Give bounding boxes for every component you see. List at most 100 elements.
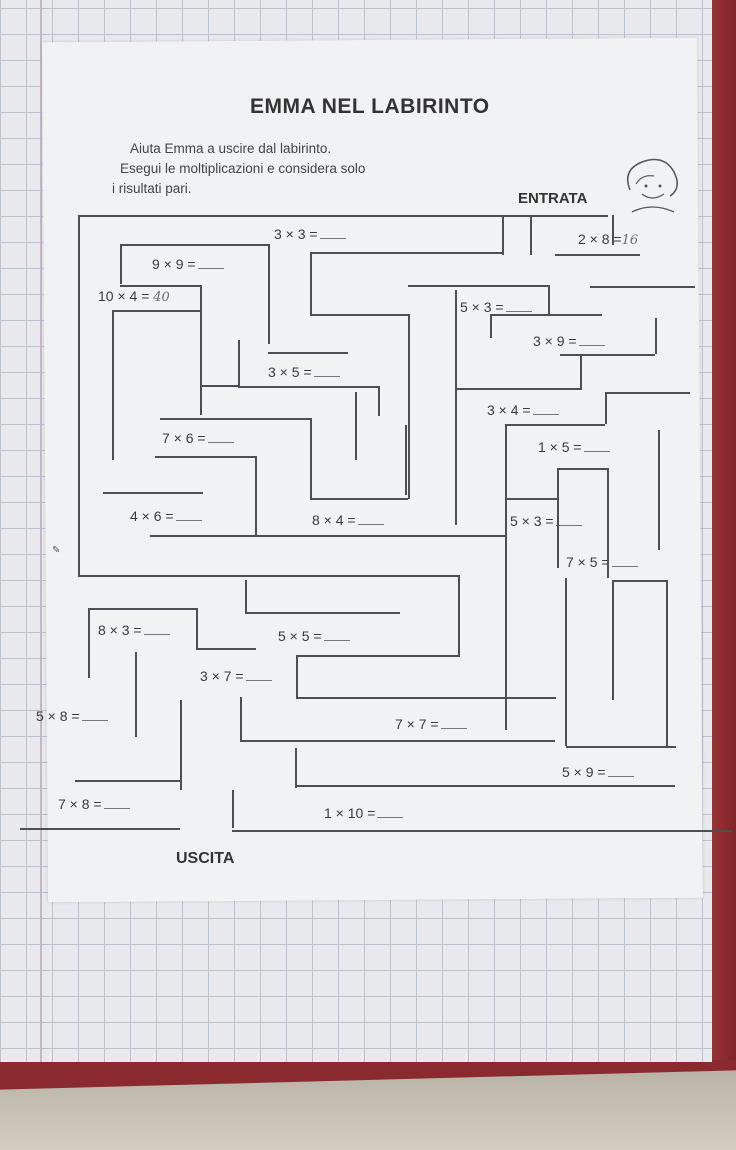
maze-wall: [268, 352, 348, 354]
maze-wall: [78, 215, 608, 217]
answer-blank[interactable]: [319, 238, 346, 239]
maze-wall: [200, 285, 202, 415]
equation-text: 1 × 10 =: [324, 805, 376, 821]
maze-wall: [200, 385, 240, 387]
maze-wall: [255, 456, 257, 536]
maze-wall: [655, 318, 657, 354]
maze-wall: [565, 578, 567, 746]
equation-8x3: 8 × 3 =: [98, 622, 170, 638]
notebook-margin-line: [40, 0, 42, 1062]
maze-wall: [605, 392, 690, 394]
equation-text: 8 × 3 =: [98, 622, 142, 638]
maze-wall: [612, 215, 614, 245]
maze-wall: [88, 608, 196, 610]
equation-5x9: 5 × 9 =: [562, 764, 634, 780]
answer-blank[interactable]: [323, 640, 350, 641]
maze-wall: [295, 748, 297, 788]
maze-wall: [612, 580, 614, 700]
answer-blank[interactable]: [583, 451, 610, 452]
answer-handwritten[interactable]: 16: [621, 233, 639, 248]
instruction-line-1: Aiuta Emma a uscire dal labirinto.: [130, 141, 332, 156]
maze-wall: [180, 700, 182, 790]
answer-blank[interactable]: [578, 345, 605, 346]
maze-wall: [196, 648, 256, 650]
answer-blank[interactable]: [81, 720, 108, 721]
answer-blank[interactable]: [555, 525, 582, 526]
equation-7x5: 7 × 5 =: [566, 554, 638, 570]
maze-wall: [490, 314, 492, 338]
maze-wall: [405, 425, 407, 495]
maze-wall: [295, 785, 675, 787]
maze-wall: [560, 354, 655, 356]
answer-blank[interactable]: [245, 680, 272, 681]
maze-wall: [310, 498, 408, 500]
answer-blank[interactable]: [175, 520, 202, 521]
equation-text: 5 × 5 =: [278, 628, 322, 644]
equation-text: 5 × 3 =: [460, 299, 504, 315]
equation-text: 4 × 6 =: [130, 508, 174, 524]
equation-1x10: 1 × 10 =: [324, 805, 404, 821]
maze-wall: [355, 392, 357, 460]
answer-blank[interactable]: [197, 268, 224, 269]
pen-mark: ✎: [52, 545, 61, 556]
answer-blank[interactable]: [377, 817, 404, 818]
maze-wall: [196, 608, 198, 648]
equation-3x5: 3 × 5 =: [268, 364, 340, 380]
maze-wall: [232, 790, 234, 828]
maze-wall: [378, 386, 380, 416]
maze-wall: [460, 535, 505, 537]
maze-wall: [310, 314, 408, 316]
answer-blank[interactable]: [611, 566, 638, 567]
equation-5x8: 5 × 8 =: [36, 708, 108, 724]
maze-wall: [160, 418, 310, 420]
answer-handwritten[interactable]: 40: [153, 290, 170, 305]
answer-blank[interactable]: [143, 634, 170, 635]
maze-wall: [112, 310, 114, 460]
equation-text: 5 × 9 =: [562, 764, 606, 780]
answer-blank[interactable]: [607, 776, 634, 777]
maze-wall: [135, 652, 137, 737]
answer-blank[interactable]: [440, 728, 467, 729]
equation-2x8: 2 × 8 =16: [578, 231, 638, 248]
maze-wall: [120, 244, 122, 284]
maze-wall: [88, 608, 90, 678]
answer-blank[interactable]: [357, 524, 384, 525]
equation-text: 3 × 9 =: [533, 333, 577, 349]
maze-wall: [557, 468, 559, 568]
exit-label: USCITA: [176, 850, 235, 867]
maze-wall: [607, 468, 609, 578]
maze-wall: [238, 386, 378, 388]
maze-wall: [120, 244, 268, 246]
equation-10x4: 10 × 4 = 40: [98, 288, 170, 305]
maze-wall: [505, 424, 605, 426]
maze-wall: [75, 780, 180, 782]
equation-1x5: 1 × 5 =: [538, 439, 610, 455]
instruction-line-3: i risultati pari.: [112, 181, 192, 196]
answer-blank[interactable]: [313, 376, 340, 377]
maze-wall: [612, 580, 666, 582]
maze-wall: [240, 697, 242, 742]
equation-3x4: 3 × 4 =: [487, 402, 559, 418]
maze-wall: [455, 290, 457, 525]
maze-wall: [566, 746, 676, 748]
answer-blank[interactable]: [505, 311, 532, 312]
instruction-line-2: Esegui le moltiplicazioni e considera so…: [120, 161, 366, 176]
maze-wall: [557, 468, 607, 470]
equation-text: 5 × 8 =: [36, 708, 80, 724]
worksheet-title: EMMA NEL LABIRINTO: [250, 95, 490, 118]
maze-wall: [310, 252, 312, 314]
maze-wall: [658, 430, 660, 550]
equation-text: 3 × 4 =: [487, 402, 531, 418]
maze-wall: [232, 830, 732, 832]
entrance-label: ENTRATA: [518, 190, 588, 207]
maze-wall: [155, 456, 255, 458]
equation-text: 7 × 6 =: [162, 430, 206, 446]
maze-wall: [458, 575, 460, 657]
answer-blank[interactable]: [207, 442, 234, 443]
answer-blank[interactable]: [532, 414, 559, 415]
maze-wall: [590, 286, 695, 288]
answer-blank[interactable]: [103, 808, 130, 809]
equation-5x3-a: 5 × 3 =: [460, 299, 532, 315]
maze-wall: [150, 535, 460, 537]
equation-5x5: 5 × 5 =: [278, 628, 350, 644]
